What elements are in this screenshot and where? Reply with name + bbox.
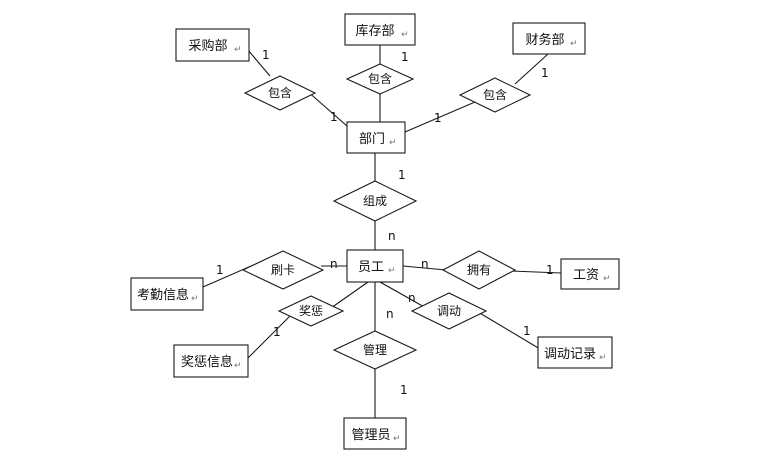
relationship-reward-punish: 奖惩 xyxy=(277,295,345,327)
cardinality-label: n xyxy=(388,229,396,243)
entity-purchasing-dept: 采购部 ↵ xyxy=(175,28,250,62)
edge-reward-to-employee xyxy=(330,281,369,309)
relationship-label: 奖惩 xyxy=(299,304,323,318)
entity-label: 库存部 xyxy=(355,23,394,39)
relationship-label: 包含 xyxy=(368,71,392,86)
edge-contains-to-department-left xyxy=(305,89,348,127)
cardinality-label: n xyxy=(330,257,338,271)
cardinality-label: 1 xyxy=(216,263,224,277)
relationship-label: 调动 xyxy=(437,304,461,318)
edge-has-to-salary xyxy=(510,270,562,274)
edge-contains-to-department-right xyxy=(404,101,476,133)
paragraph-mark: ↵ xyxy=(234,361,242,371)
relationship-has-salary: 拥有 xyxy=(441,250,517,290)
entity-administrator: 管理员 ↵ xyxy=(343,417,407,450)
edge-employee-to-has xyxy=(402,265,447,271)
entity-reward-punish-info: 奖惩信息 ↵ xyxy=(173,344,249,378)
edge-reward-info-to-reward xyxy=(247,315,291,359)
paragraph-mark: ↵ xyxy=(393,434,401,444)
edge-employee-to-transfer xyxy=(379,281,427,309)
paragraph-mark: ↵ xyxy=(389,138,397,148)
paragraph-mark: ↵ xyxy=(191,294,199,304)
cardinality-label: 1 xyxy=(541,66,549,80)
entity-label: 采购部 xyxy=(188,38,227,54)
entity-label: 考勤信息 xyxy=(137,287,189,303)
relationship-label: 包含 xyxy=(483,87,507,102)
paragraph-mark: ↵ xyxy=(599,353,607,363)
edge-purchasing-to-contains xyxy=(247,49,271,77)
edges xyxy=(202,45,562,418)
entity-label: 部门 xyxy=(359,132,385,147)
cardinality-label: 1 xyxy=(434,111,442,125)
relationship-label: 管理 xyxy=(363,342,387,357)
cardinality-label: 1 xyxy=(400,383,408,397)
entity-finance-dept: 财务部 ↵ xyxy=(512,22,586,55)
entity-attendance-info: 考勤信息 ↵ xyxy=(130,277,204,311)
cardinality-label: 1 xyxy=(273,325,281,339)
cardinality-label: 1 xyxy=(546,263,554,277)
relationship-swipe-card: 刷卡 xyxy=(241,250,325,290)
relationship-transfer: 调动 xyxy=(410,292,488,330)
paragraph-mark: ↵ xyxy=(603,274,611,284)
entity-department: 部门 ↵ xyxy=(346,121,406,154)
entity-label: 奖惩信息 xyxy=(181,354,233,370)
cardinality-label: n xyxy=(386,307,394,321)
cardinality-label: 1 xyxy=(401,50,409,64)
cardinality-label: 1 xyxy=(523,324,531,338)
entity-label: 调动记录 xyxy=(544,347,596,362)
relationship-contains-warehouse: 包含 xyxy=(345,63,415,95)
entity-label: 工资 xyxy=(573,268,599,283)
relationship-composes: 组成 xyxy=(332,180,418,222)
cardinality-label: n xyxy=(421,257,429,271)
relationship-label: 拥有 xyxy=(467,263,491,277)
cardinality-label: 1 xyxy=(398,168,406,182)
entity-employee: 员工 ↵ xyxy=(346,249,404,283)
entity-warehouse-dept: 库存部 ↵ xyxy=(344,13,416,46)
entity-label: 管理员 xyxy=(351,428,390,443)
edge-finance-to-contains xyxy=(514,53,549,85)
relationship-label: 刷卡 xyxy=(271,263,295,277)
relationship-manage: 管理 xyxy=(332,330,418,370)
entity-transfer-record: 调动记录 ↵ xyxy=(537,336,613,369)
cardinality-labels: 1 1 1 1 1 1 n 1 n n 1 1 n 1 n 1 xyxy=(216,48,554,397)
paragraph-mark: ↵ xyxy=(388,266,396,276)
relationship-contains-finance: 包含 xyxy=(458,77,532,113)
cardinality-label: 1 xyxy=(330,110,338,124)
paragraph-mark: ↵ xyxy=(401,30,409,40)
entity-salary: 工资 ↵ xyxy=(560,258,620,290)
cardinality-label: n xyxy=(408,291,416,305)
paragraph-mark: ↵ xyxy=(234,45,242,55)
relationship-contains-purchasing: 包含 xyxy=(243,75,317,111)
entity-label: 员工 xyxy=(358,260,384,275)
edge-transfer-to-record xyxy=(477,311,546,353)
paragraph-mark: ↵ xyxy=(570,39,578,49)
entity-label: 财务部 xyxy=(525,32,564,48)
relationship-label: 组成 xyxy=(363,194,387,208)
cardinality-label: 1 xyxy=(262,48,270,62)
relationship-label: 包含 xyxy=(268,85,292,100)
